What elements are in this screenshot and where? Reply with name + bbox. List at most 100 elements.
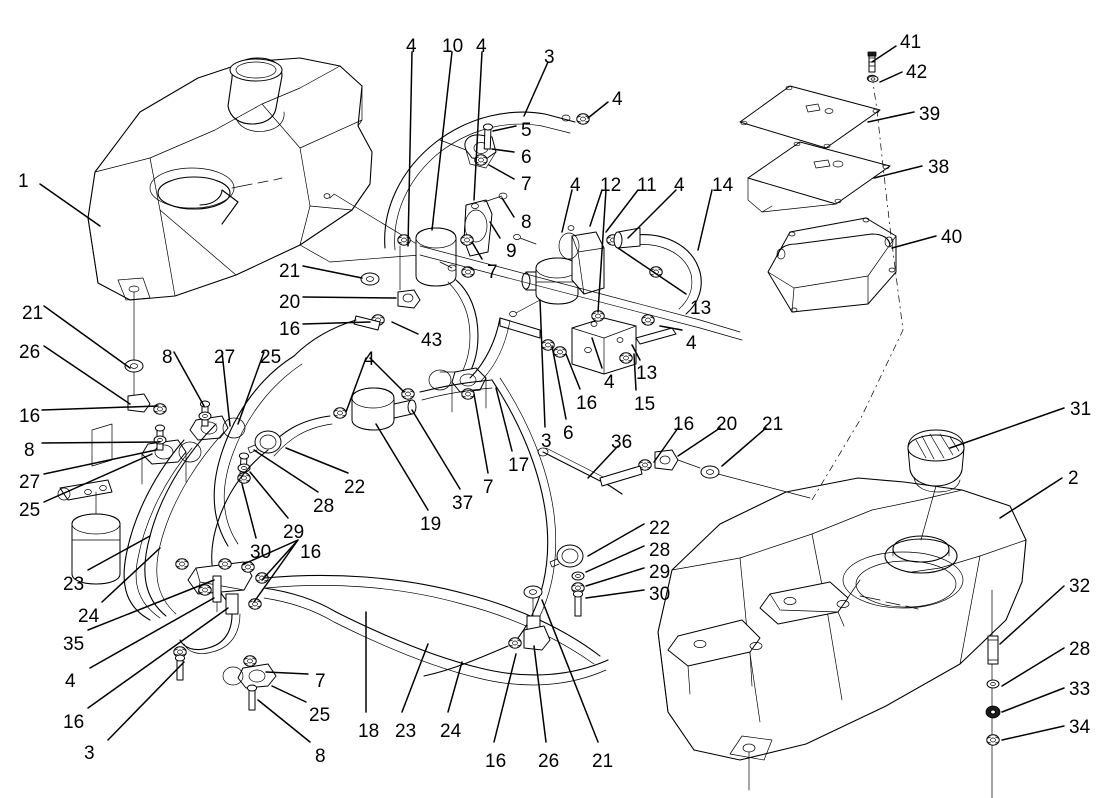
- fuel-tank-right: [657, 477, 1027, 791]
- callout-8: 8: [24, 440, 35, 461]
- fuel-filter-inline: [397, 192, 508, 385]
- callout-39: 39: [919, 104, 941, 125]
- callout-41: 41: [900, 32, 922, 53]
- callout-29: 29: [649, 562, 671, 583]
- callout-36: 36: [611, 432, 633, 453]
- callout-40: 40: [941, 227, 963, 248]
- fuel-cap: [907, 429, 965, 541]
- callout-25: 25: [260, 347, 282, 368]
- callout-35: 35: [63, 634, 85, 655]
- callout-43: 43: [421, 330, 443, 351]
- callout-4: 4: [364, 349, 375, 370]
- fuel-pump-assembly: [509, 225, 702, 317]
- callout-19: 19: [420, 514, 442, 535]
- callout-34: 34: [1069, 717, 1091, 738]
- callout-21: 21: [762, 414, 784, 435]
- callout-4: 4: [406, 36, 417, 57]
- callout-10: 10: [442, 36, 464, 57]
- callout-13: 13: [636, 363, 658, 384]
- callout-4: 4: [674, 175, 685, 196]
- callout-16: 16: [300, 542, 322, 563]
- callout-21: 21: [592, 751, 614, 772]
- callout-5: 5: [521, 120, 532, 141]
- callout-16: 16: [279, 319, 301, 340]
- callout-16: 16: [485, 751, 507, 772]
- callout-23: 23: [395, 721, 417, 742]
- callout-26: 26: [19, 342, 41, 363]
- callout-4: 4: [65, 671, 76, 692]
- screw-41-washer-42: [866, 51, 879, 83]
- callout-11: 11: [637, 175, 657, 196]
- callout-42: 42: [906, 62, 928, 83]
- callout-3: 3: [84, 743, 95, 764]
- callout-4: 4: [612, 89, 623, 110]
- fitting-bottom-right: [423, 585, 551, 677]
- callout-24: 24: [78, 606, 100, 627]
- callout-4: 4: [604, 372, 615, 393]
- callout-8: 8: [521, 212, 532, 233]
- fuel-tank-left: [87, 57, 421, 301]
- callout-20: 20: [279, 292, 301, 313]
- leader-lines: [39, 45, 1065, 743]
- callout-28: 28: [1069, 639, 1091, 660]
- rod-36: [537, 447, 623, 495]
- callout-9: 9: [506, 241, 517, 262]
- callout-22: 22: [344, 477, 366, 498]
- mounting-plate-upper: [739, 85, 881, 149]
- callout-23: 23: [63, 574, 85, 595]
- inline-filter-left: [267, 379, 493, 457]
- callout-16: 16: [63, 712, 85, 733]
- callout-15: 15: [634, 394, 656, 415]
- callout-22: 22: [649, 518, 671, 539]
- callout-38: 38: [928, 157, 950, 178]
- callout-4: 4: [686, 333, 697, 354]
- callout-17: 17: [508, 455, 530, 476]
- rod-fitting-top: [293, 245, 421, 357]
- callout-16: 16: [576, 393, 598, 414]
- fitting-right-center: [599, 449, 811, 499]
- callout-14: 14: [712, 175, 734, 196]
- callout-21: 21: [279, 261, 301, 282]
- callout-33: 33: [1069, 679, 1091, 700]
- callout-4: 4: [570, 175, 581, 196]
- callout-20: 20: [716, 414, 738, 435]
- callout-13: 13: [690, 298, 712, 319]
- callout-30: 30: [649, 584, 671, 605]
- callout-7: 7: [521, 174, 532, 195]
- callout-28: 28: [649, 540, 671, 561]
- callout-21: 21: [22, 303, 44, 324]
- manifold-center: [173, 558, 337, 681]
- callout-32: 32: [1069, 576, 1091, 597]
- callout-12: 12: [600, 175, 622, 196]
- callout-8: 8: [162, 347, 173, 368]
- callout-3: 3: [544, 47, 555, 68]
- battery-tray: [767, 217, 897, 313]
- callout-6: 6: [563, 423, 574, 444]
- lower-left-assembly: [57, 291, 246, 585]
- callout-27: 27: [214, 347, 236, 368]
- callout-29: 29: [283, 522, 305, 543]
- callout-25: 25: [309, 705, 331, 726]
- callout-4: 4: [476, 36, 487, 57]
- frame-rail: [419, 245, 743, 341]
- callout-1: 1: [18, 171, 29, 192]
- callout-27: 27: [19, 472, 41, 493]
- callout-18: 18: [358, 721, 380, 742]
- callout-25: 25: [19, 500, 41, 521]
- right-column-fasteners: [985, 589, 1001, 798]
- bracket-bottom-center: [222, 655, 277, 711]
- callout-7: 7: [315, 671, 326, 692]
- callout-2: 2: [1068, 468, 1079, 489]
- mid-bracket-group: [428, 317, 511, 413]
- callout-31: 31: [1070, 399, 1092, 420]
- callout-7: 7: [483, 477, 494, 498]
- bracket-assembly-upper: [439, 123, 497, 169]
- callout-7: 7: [487, 262, 498, 283]
- valve-box: [541, 310, 677, 375]
- callout-28: 28: [313, 496, 335, 517]
- callout-24: 24: [440, 721, 462, 742]
- callout-8: 8: [315, 746, 326, 767]
- mounting-plate-lower: [747, 141, 891, 213]
